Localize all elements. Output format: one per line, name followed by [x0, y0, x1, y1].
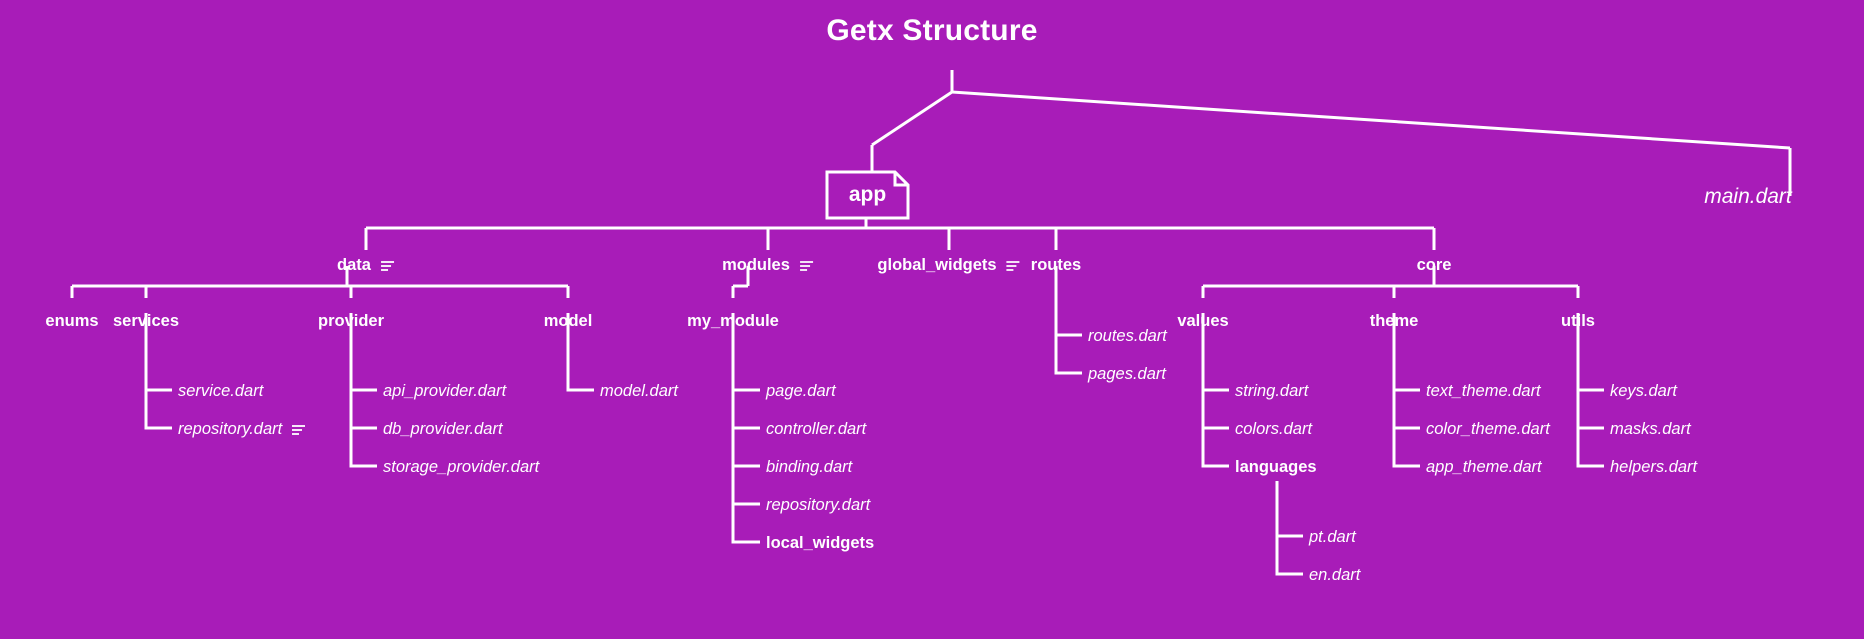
node-pt-dart-label: pt.dart: [1309, 528, 1356, 546]
node-my-module[interactable]: my_module: [687, 313, 779, 330]
node-global-widgets-label: global_widgets: [877, 256, 997, 274]
node-model[interactable]: model: [544, 313, 593, 330]
node-local-widgets-label: local_widgets: [766, 534, 875, 552]
menu-icon[interactable]: [291, 424, 306, 435]
node-repository-dart-module[interactable]: repository.dart: [766, 497, 870, 514]
node-colors-dart[interactable]: colors.dart: [1235, 421, 1312, 438]
node-text-theme-dart[interactable]: text_theme.dart: [1426, 383, 1541, 400]
node-page-dart[interactable]: page.dart: [766, 383, 836, 400]
node-controller-dart-label: controller.dart: [766, 420, 867, 438]
node-services-label: services: [112, 312, 180, 330]
node-storage-provider-dart[interactable]: storage_provider.dart: [383, 459, 539, 476]
node-db-provider-dart-label: db_provider.dart: [383, 420, 503, 438]
node-core[interactable]: core: [1417, 257, 1452, 274]
node-app-theme-dart-label: app_theme.dart: [1426, 458, 1542, 476]
node-utils-label: utils: [1561, 312, 1595, 330]
node-page-dart-label: page.dart: [766, 382, 836, 400]
menu-icon[interactable]: [799, 260, 814, 271]
node-app[interactable]: app: [827, 172, 908, 218]
node-service-dart-label: service.dart: [178, 382, 264, 400]
node-pt-dart[interactable]: pt.dart: [1309, 529, 1356, 546]
node-keys-dart-label: keys.dart: [1610, 382, 1677, 400]
node-routes-dart-label: routes.dart: [1088, 327, 1167, 345]
node-modules[interactable]: modules: [722, 257, 814, 274]
node-enums[interactable]: enums: [45, 313, 98, 330]
node-provider[interactable]: provider: [318, 313, 384, 330]
node-binding-dart[interactable]: binding.dart: [766, 459, 852, 476]
node-api-provider-dart[interactable]: api_provider.dart: [383, 383, 506, 400]
node-languages-label: languages: [1235, 458, 1317, 476]
node-services[interactable]: services: [113, 313, 179, 330]
menu-icon[interactable]: [1006, 260, 1021, 271]
menu-icon[interactable]: [380, 260, 395, 271]
node-color-theme-dart-label: color_theme.dart: [1426, 420, 1550, 438]
node-masks-dart-label: masks.dart: [1610, 420, 1691, 438]
node-binding-dart-label: binding.dart: [766, 458, 853, 476]
node-model-label: model: [543, 312, 593, 330]
node-routes-dart[interactable]: routes.dart: [1088, 328, 1167, 345]
node-service-dart[interactable]: service.dart: [178, 383, 263, 400]
node-storage-provider-dart-label: storage_provider.dart: [383, 458, 540, 476]
node-routes-label: routes: [1030, 256, 1082, 274]
node-repository-dart-module-label: repository.dart: [766, 496, 871, 514]
node-utils[interactable]: utils: [1561, 313, 1595, 330]
node-enums-label: enums: [45, 312, 99, 330]
node-main-dart-label: main.dart: [1704, 185, 1792, 208]
node-helpers-dart-label: helpers.dart: [1610, 458, 1698, 476]
node-controller-dart[interactable]: controller.dart: [766, 421, 866, 438]
node-pages-dart-label: pages.dart: [1088, 365, 1166, 383]
node-color-theme-dart[interactable]: color_theme.dart: [1426, 421, 1550, 438]
node-helpers-dart[interactable]: helpers.dart: [1610, 459, 1697, 476]
node-en-dart[interactable]: en.dart: [1309, 567, 1360, 584]
node-modules-label: modules: [722, 256, 790, 274]
node-text-theme-dart-label: text_theme.dart: [1426, 382, 1541, 400]
node-pages-dart[interactable]: pages.dart: [1088, 366, 1166, 383]
node-masks-dart[interactable]: masks.dart: [1610, 421, 1691, 438]
node-core-label: core: [1416, 256, 1452, 274]
node-repository-dart-label: repository.dart: [178, 420, 283, 438]
node-my-module-label: my_module: [687, 312, 779, 330]
node-repository-dart-services[interactable]: repository.dart: [178, 421, 306, 438]
node-main-dart[interactable]: main.dart: [1704, 186, 1792, 207]
node-routes[interactable]: routes: [1031, 257, 1081, 274]
node-model-dart[interactable]: model.dart: [600, 383, 678, 400]
note-icon: [825, 170, 910, 220]
node-app-label: app: [848, 183, 887, 206]
node-global-widgets[interactable]: global_widgets: [877, 257, 1020, 274]
node-string-dart-label: string.dart: [1235, 382, 1309, 400]
node-languages[interactable]: languages: [1235, 459, 1317, 476]
node-model-dart-label: model.dart: [600, 382, 678, 400]
node-string-dart[interactable]: string.dart: [1235, 383, 1308, 400]
node-theme[interactable]: theme: [1370, 313, 1419, 330]
node-local-widgets[interactable]: local_widgets: [766, 535, 874, 552]
node-theme-label: theme: [1369, 312, 1419, 330]
node-api-provider-dart-label: api_provider.dart: [383, 382, 507, 400]
node-en-dart-label: en.dart: [1309, 566, 1361, 584]
page-title: Getx Structure: [826, 14, 1038, 47]
node-db-provider-dart[interactable]: db_provider.dart: [383, 421, 503, 438]
node-colors-dart-label: colors.dart: [1235, 420, 1313, 438]
node-keys-dart[interactable]: keys.dart: [1610, 383, 1677, 400]
node-values-label: values: [1177, 312, 1229, 330]
node-provider-label: provider: [317, 312, 385, 330]
node-data[interactable]: data: [337, 257, 395, 274]
node-app-theme-dart[interactable]: app_theme.dart: [1426, 459, 1542, 476]
node-data-label: data: [337, 256, 371, 274]
node-values[interactable]: values: [1177, 313, 1228, 330]
